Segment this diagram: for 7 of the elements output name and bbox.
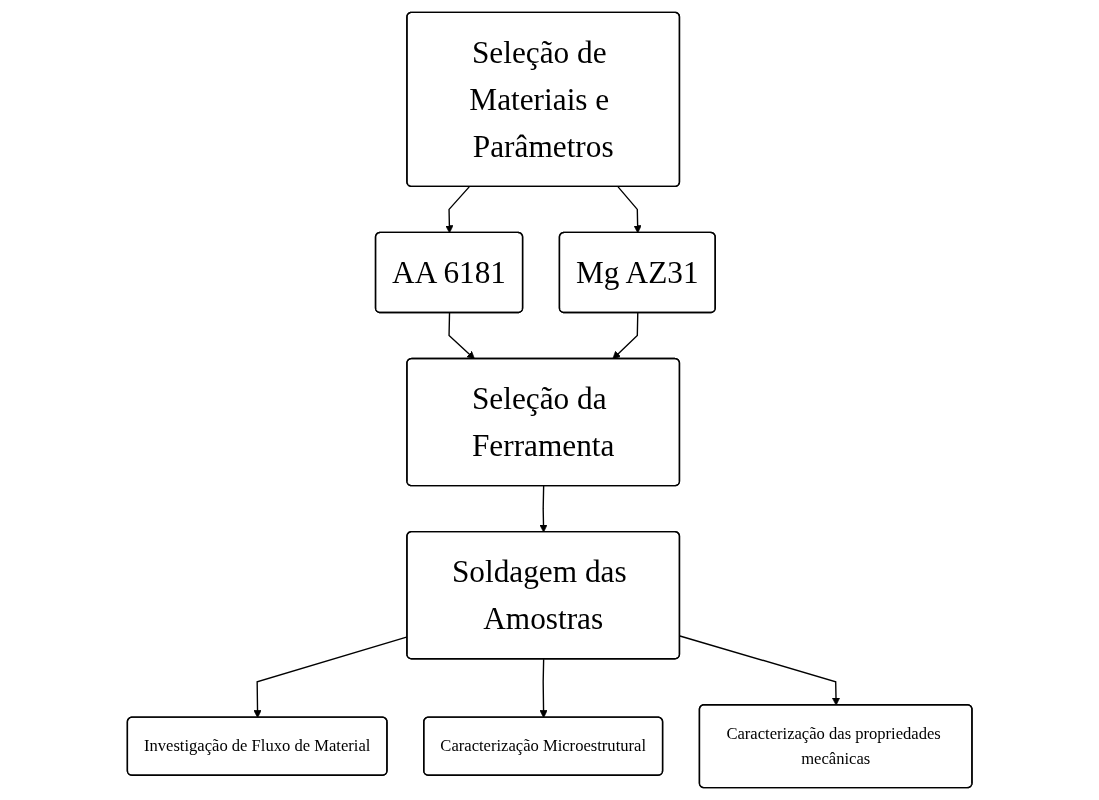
- arrow: [612, 312, 639, 360]
- arrow: [539, 658, 548, 718]
- arrow: [679, 635, 840, 706]
- arrow: [539, 485, 548, 533]
- arrow: [445, 186, 470, 234]
- arrow: [448, 312, 475, 360]
- arrow: [617, 186, 642, 234]
